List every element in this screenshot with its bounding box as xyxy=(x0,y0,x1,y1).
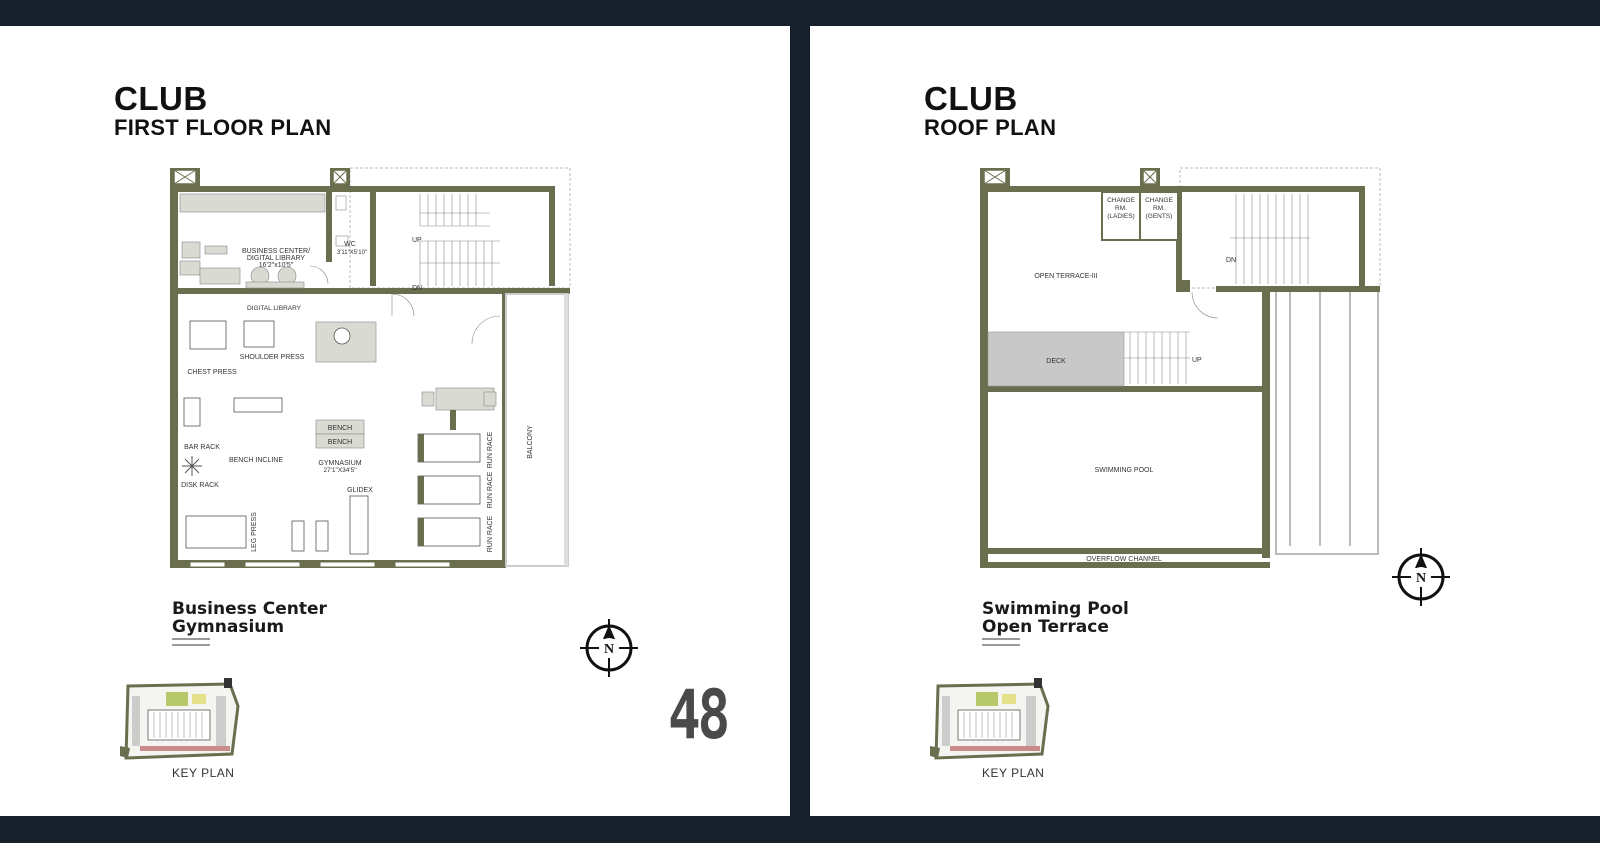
page-title: CLUB FIRST FLOOR PLAN xyxy=(114,82,331,140)
feature-list: Swimming Pool Open Terrace xyxy=(982,600,1129,636)
compass-letter: N xyxy=(604,642,614,657)
roof-plan: CHANGE RM. (LADIES) CHANGE RM. (GENTS) O… xyxy=(980,167,1381,568)
plan-label: DIGITAL LIBRARY xyxy=(247,305,302,312)
plan-label: BENCH INCLINE xyxy=(229,457,283,464)
plan-label: CHANGE xyxy=(1107,197,1135,204)
plan-label: RUN RACE xyxy=(487,431,494,468)
plan-label: OVERFLOW CHANNEL xyxy=(1086,556,1162,563)
divider xyxy=(172,644,210,646)
plan-label: BALCONY xyxy=(527,425,534,459)
plan-label: DN xyxy=(412,285,422,292)
plan-label: GYMNASIUM xyxy=(318,460,361,467)
feature-item: Gymnasium xyxy=(172,617,285,637)
plan-label: 27'1"X34'5" xyxy=(323,467,357,474)
feature-item: Business Center xyxy=(172,599,327,619)
divider xyxy=(982,638,1020,640)
plan-label: BAR RACK xyxy=(184,444,220,451)
plan-label: WC xyxy=(344,241,356,248)
plan-label: CHEST PRESS xyxy=(187,369,237,376)
plan-label: LEG PRESS xyxy=(251,512,258,552)
plan-label: DIGITAL LIBRARY xyxy=(247,255,306,262)
page-title: CLUB ROOF PLAN xyxy=(924,82,1056,140)
right-page: CLUB ROOF PLAN xyxy=(810,26,1600,816)
divider xyxy=(982,644,1020,646)
left-page: CLUB FIRST FLOOR PLAN xyxy=(0,26,790,816)
plan-label: (GENTS) xyxy=(1146,213,1173,220)
plan-label: UP xyxy=(412,237,422,244)
plan-label: CHANGE xyxy=(1145,197,1173,204)
title-sub: ROOF PLAN xyxy=(924,115,1057,140)
plan-label: DECK xyxy=(1046,358,1066,365)
plan-label: BENCH xyxy=(328,425,353,432)
plan-label: 16'2"x10'5" xyxy=(259,262,294,269)
divider xyxy=(172,638,210,640)
feature-item: Swimming Pool xyxy=(982,599,1129,619)
page-number: 48 xyxy=(668,676,730,755)
plan-label: BUSINESS CENTER/ xyxy=(242,248,310,255)
plan-label: DISK RACK xyxy=(181,482,219,489)
first-floor-plan: BUSINESS CENTER/ DIGITAL LIBRARY 16'2"x1… xyxy=(170,167,571,568)
plan-label: RM. xyxy=(1153,205,1165,212)
title-main: CLUB xyxy=(924,80,1018,117)
key-plan-label: KEY PLAN xyxy=(982,766,1045,780)
plan-label: BENCH xyxy=(328,439,353,446)
plan-label: SHOULDER PRESS xyxy=(240,354,305,361)
key-plan-thumbnail xyxy=(120,678,240,760)
plan-label: DN xyxy=(1226,257,1236,264)
compass-letter: N xyxy=(1416,571,1426,586)
key-plan-label: KEY PLAN xyxy=(172,766,235,780)
plan-label: RUN RACE xyxy=(487,515,494,552)
plan-label: UP xyxy=(1192,357,1202,364)
plan-label: (LADIES) xyxy=(1107,213,1134,220)
plan-label: GLIDEX xyxy=(347,487,373,494)
title-sub: FIRST FLOOR PLAN xyxy=(114,115,332,140)
compass-icon: N xyxy=(580,619,638,677)
plan-label: RUN RACE xyxy=(487,471,494,508)
key-plan-thumbnail xyxy=(930,678,1050,760)
plan-label: OPEN TERRACE-III xyxy=(1034,273,1097,280)
plan-label: RM. xyxy=(1115,205,1127,212)
feature-item: Open Terrace xyxy=(982,617,1109,637)
feature-list: Business Center Gymnasium xyxy=(172,600,327,636)
plan-label: 3'11"X5'10" xyxy=(337,250,367,256)
compass-icon: N xyxy=(1392,548,1450,606)
plan-label: SWIMMING POOL xyxy=(1095,467,1154,474)
title-main: CLUB xyxy=(114,80,208,117)
